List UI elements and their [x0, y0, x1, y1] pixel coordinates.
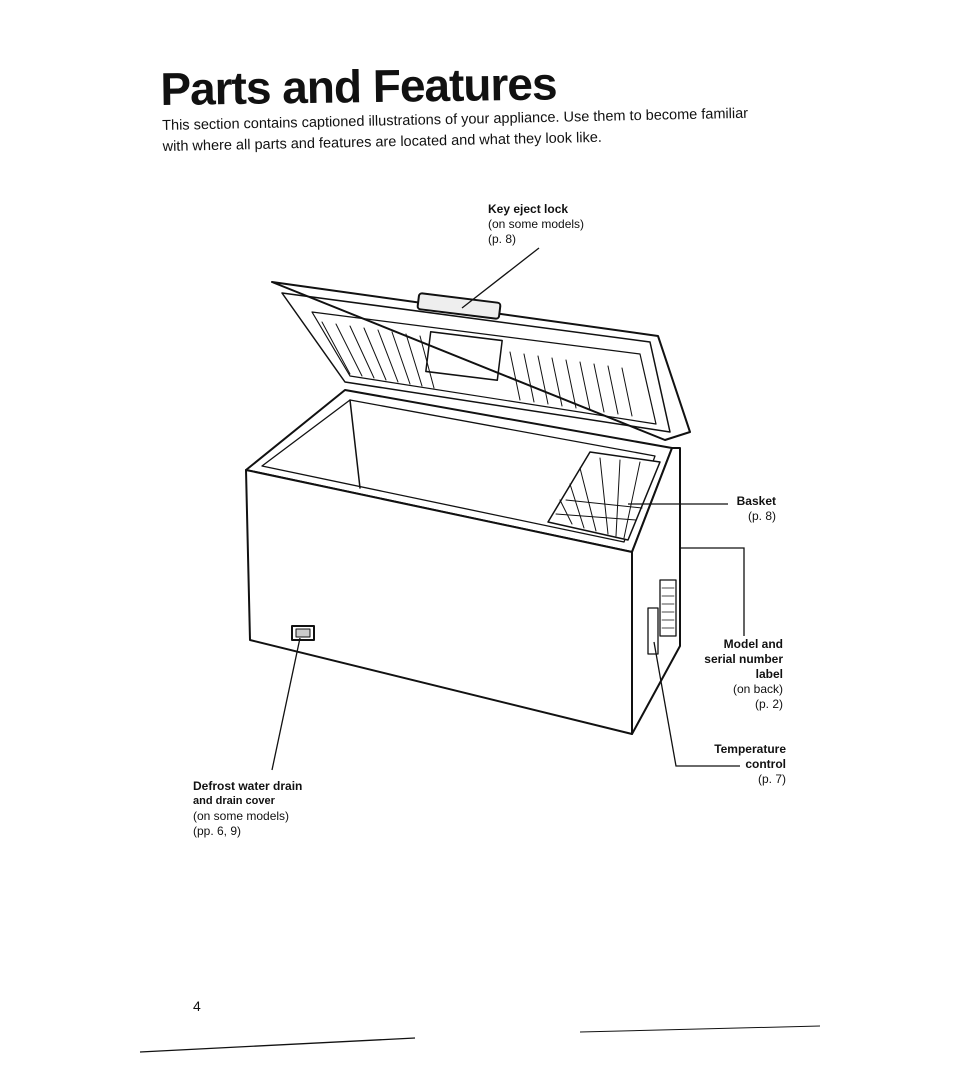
label-ref: (p. 8) — [747, 509, 776, 523]
label-temperature-control: Temperature control (p. 7) — [690, 742, 786, 787]
leader-defrost — [271, 637, 301, 771]
label-name-1: Defrost water drain — [193, 779, 303, 793]
page-number: 4 — [193, 998, 201, 1014]
model-serial-label-icon — [659, 579, 677, 637]
temperature-control-icon — [647, 607, 659, 655]
label-key-eject-lock: Key eject lock (on some models) (p. 8) — [488, 202, 584, 247]
label-defrost-drain: Defrost water drain and drain cover (on … — [193, 779, 302, 839]
label-ref: (pp. 6, 9) — [193, 824, 242, 838]
cabinet-side — [631, 447, 681, 735]
label-name: Key eject lock — [488, 202, 569, 216]
leader-temperature — [653, 641, 740, 767]
label-name-3: label — [755, 667, 783, 681]
label-ref: (p. 8) — [488, 232, 517, 246]
footer-rule-left — [139, 1037, 416, 1053]
label-ref: (p. 2) — [754, 697, 783, 711]
label-name: Basket — [736, 494, 776, 508]
label-note: (on back) — [732, 682, 783, 696]
label-basket: Basket (p. 8) — [690, 494, 776, 524]
footer-rule-right — [579, 1025, 821, 1033]
label-ref: (p. 7) — [757, 772, 786, 786]
label-name-1: Temperature — [714, 742, 786, 756]
leader-model-serial — [680, 547, 745, 636]
label-note: (on some models) — [193, 809, 290, 823]
lid-outline — [271, 281, 691, 441]
leader-key-eject-lock — [461, 247, 540, 309]
label-note: (on some models) — [488, 217, 585, 231]
label-name-1: Model and — [723, 637, 783, 651]
label-name-2: control — [745, 757, 786, 771]
label-name-2: and drain cover — [193, 795, 275, 807]
lid-inner-panel — [281, 292, 671, 433]
label-model-serial: Model and serial number label (on back) … — [680, 637, 783, 712]
key-eject-lock — [416, 292, 502, 320]
label-name-2: serial number — [704, 652, 783, 666]
